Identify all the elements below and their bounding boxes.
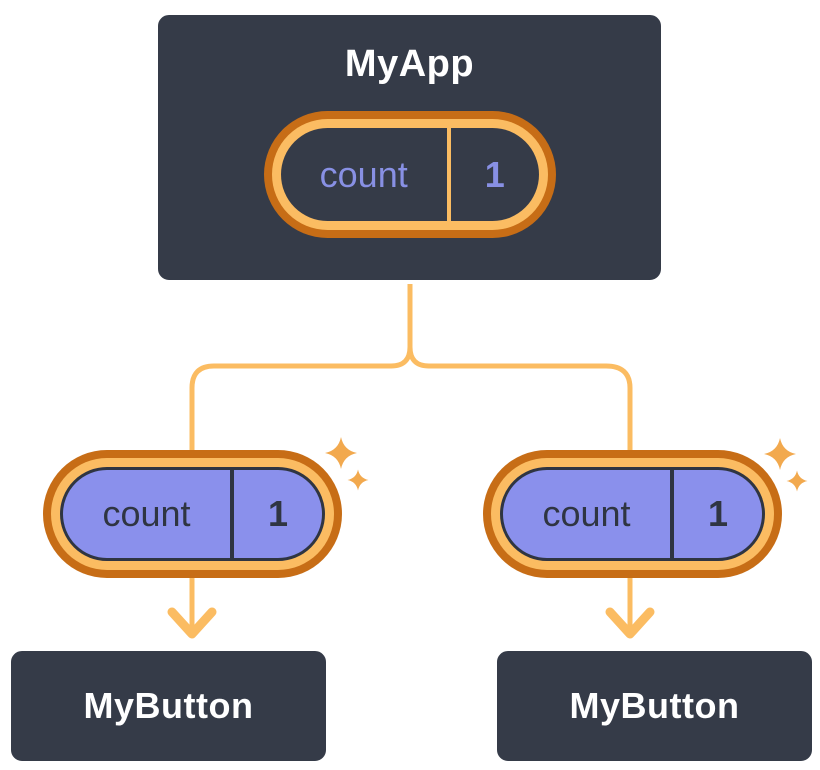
state-pill: count 1	[483, 450, 782, 578]
state-name: count	[102, 493, 191, 534]
state-name: count	[319, 153, 408, 195]
state-pill-core: count 1	[60, 467, 325, 561]
state-pill-ring: count 1	[51, 458, 334, 570]
state-pill-ring: count 1	[271, 119, 548, 230]
sparkle-icon	[764, 438, 808, 492]
arrow-down-icon	[167, 607, 217, 639]
node-myapp: MyApp count 1	[155, 12, 664, 283]
state-name: count	[542, 493, 631, 534]
state-pill: count 1	[43, 450, 342, 578]
state-pill: count 1	[263, 111, 556, 238]
state-value: 1	[446, 128, 539, 221]
node-title: MyButton	[83, 685, 254, 726]
node-title: MyButton	[569, 685, 740, 726]
state-pill-core: count 1	[500, 467, 765, 561]
sparkle-icon	[325, 437, 369, 491]
connector-right-branch	[407, 284, 633, 634]
arrow-down-icon	[605, 607, 655, 639]
state-value: 1	[670, 470, 762, 558]
node-mybutton-left: MyButton	[8, 648, 329, 764]
node-title: MyApp	[344, 43, 475, 85]
state-pill-core: count 1	[280, 128, 539, 221]
node-mybutton-right: MyButton	[494, 648, 815, 764]
state-pill-ring: count 1	[491, 458, 774, 570]
state-value: 1	[230, 470, 322, 558]
